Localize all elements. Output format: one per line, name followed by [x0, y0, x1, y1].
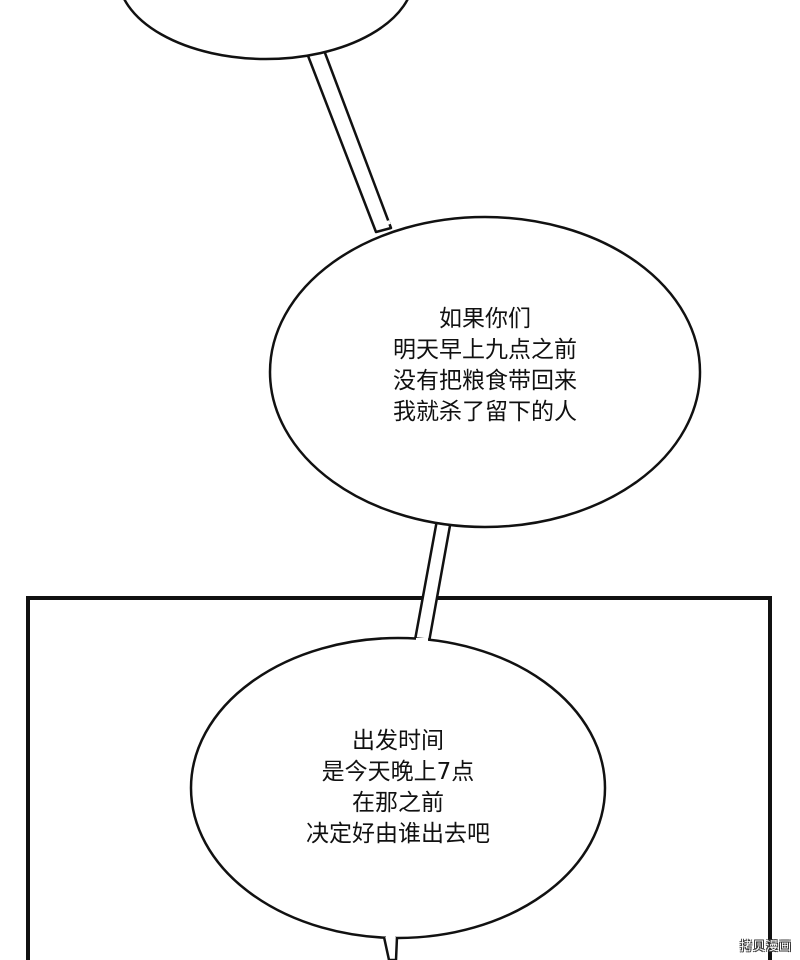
bubble-tail-cover-a — [377, 220, 391, 228]
speech-line: 明天早上九点之前 — [393, 337, 577, 363]
bubble-tail-1-2 — [303, 43, 393, 234]
speech-line: 决定好由谁出去吧 — [306, 821, 490, 847]
speech-line: 在那之前 — [352, 790, 444, 816]
panel-frame — [26, 596, 772, 960]
speech-text-bottom: 出发时间 是今天晚上7点 在那之前 决定好由谁出去吧 — [198, 726, 598, 850]
speech-line: 我就杀了留下的人 — [393, 399, 577, 425]
bubble-tail-bottom — [382, 936, 399, 960]
speech-line: 是今天晚上7点 — [321, 759, 475, 785]
speech-bubble-top — [123, 0, 409, 61]
bubble-tail-2-3 — [413, 518, 453, 644]
watermark-text: 拷贝漫画 — [739, 939, 792, 953]
speech-line: 没有把粮食带回来 — [393, 368, 577, 394]
speech-line: 出发时间 — [352, 728, 444, 754]
speech-text-middle: 如果你们 明天早上九点之前 没有把粮食带回来 我就杀了留下的人 — [285, 304, 685, 428]
speech-line: 如果你们 — [439, 306, 531, 332]
speech-bubble-middle — [268, 215, 702, 529]
